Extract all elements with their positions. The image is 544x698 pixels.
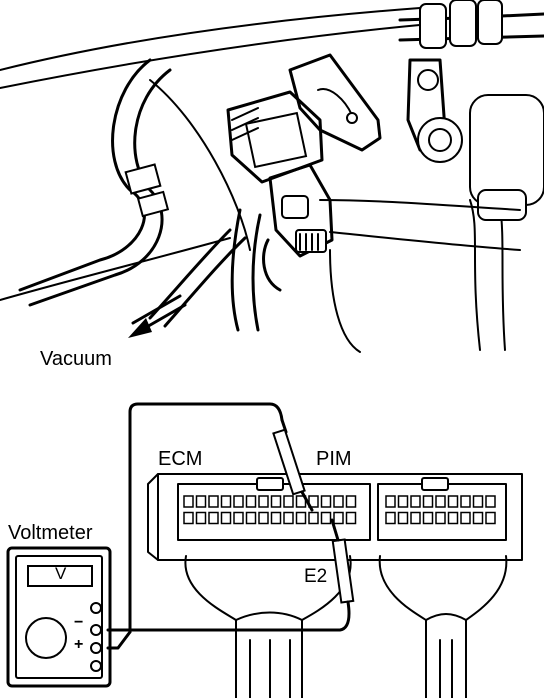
vacuum-label: Vacuum xyxy=(40,348,112,370)
connector-pin xyxy=(245,495,257,508)
minus-terminal-label: − xyxy=(74,614,84,631)
connector-pin xyxy=(333,495,344,508)
pim-label: PIM xyxy=(316,448,352,470)
connector-pin xyxy=(195,511,207,525)
connector-pin xyxy=(258,495,269,508)
connector-pin xyxy=(320,495,332,508)
connector-pin xyxy=(485,495,496,508)
ecm-unit xyxy=(147,473,523,698)
engine-bay-illustration xyxy=(0,0,544,353)
connector-pin xyxy=(485,511,496,525)
connector-pin xyxy=(258,511,269,525)
connector-pin xyxy=(460,511,471,525)
connector-pin xyxy=(283,511,294,525)
connector-pin xyxy=(195,495,207,508)
voltmeter xyxy=(6,546,112,688)
connector-pin xyxy=(308,495,319,508)
connector-pin xyxy=(472,511,484,525)
ecm-label: ECM xyxy=(158,448,203,470)
connector-pin xyxy=(308,511,319,525)
connector-pin xyxy=(397,495,409,508)
connector-pin xyxy=(435,495,446,508)
connector-pin xyxy=(183,511,194,525)
plus-terminal-label: + xyxy=(74,636,84,653)
connector-pin xyxy=(245,511,257,525)
connector-pin xyxy=(208,495,219,508)
voltmeter-label: Voltmeter xyxy=(8,522,93,544)
connector-pin xyxy=(233,495,244,508)
connector-pin xyxy=(447,495,459,508)
ecm-connector-a-pins xyxy=(183,495,357,525)
connector-pin xyxy=(410,511,421,525)
connector-pin xyxy=(283,495,294,508)
connector-pin xyxy=(435,511,446,525)
connector-pin xyxy=(333,511,344,525)
connector-pin xyxy=(233,511,244,525)
connector-pin xyxy=(460,495,471,508)
connector-pin xyxy=(385,495,396,508)
connector-pin xyxy=(270,511,282,525)
connector-pin xyxy=(345,511,357,525)
connector-pin xyxy=(183,495,194,508)
connector-pin xyxy=(385,511,396,525)
connector-pin xyxy=(397,511,409,525)
connector-pin xyxy=(472,495,484,508)
connector-pin xyxy=(422,511,434,525)
connector-pin xyxy=(410,495,421,508)
test-leads xyxy=(106,402,355,650)
connector-pin xyxy=(220,511,232,525)
connector-pin xyxy=(345,495,357,508)
connector-pin xyxy=(295,511,307,525)
connector-pin xyxy=(320,511,332,525)
connector-pin xyxy=(422,495,434,508)
ecm-connector-b-pins xyxy=(385,495,496,525)
meter-display-label: V xyxy=(55,564,67,583)
connector-pin xyxy=(295,495,307,508)
connector-pin xyxy=(220,495,232,508)
connector-pin xyxy=(270,495,282,508)
e2-label: E2 xyxy=(304,566,328,587)
connector-pin xyxy=(447,511,459,525)
connector-pin xyxy=(208,511,219,525)
